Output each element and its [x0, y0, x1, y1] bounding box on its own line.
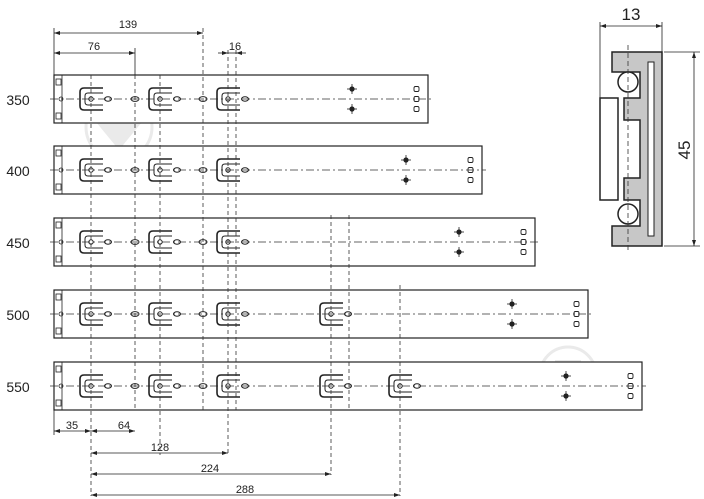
mounting-slot	[388, 374, 421, 398]
rail-length-label: 500	[6, 307, 30, 323]
dim-128-label: 128	[151, 442, 169, 454]
cross-hole	[401, 155, 411, 165]
rail-450: 450	[6, 217, 539, 267]
rail-end-slot	[520, 239, 527, 245]
bottom-dimension-arrows	[54, 429, 400, 497]
rail-end-hole	[58, 167, 64, 173]
rail-end-tab	[55, 293, 62, 301]
rail-end-slot	[520, 229, 527, 235]
cross-hole	[454, 227, 464, 237]
rail-end-slot	[627, 373, 634, 379]
mounting-slot	[79, 158, 112, 182]
rail-350: 350	[6, 74, 432, 124]
cross-hole	[561, 391, 571, 401]
cross-hole	[507, 299, 517, 309]
cross-hole	[401, 175, 411, 185]
mounting-slot	[79, 87, 112, 111]
profile-height-label: 45	[675, 141, 694, 160]
dim-139-label: 139	[119, 19, 137, 31]
rail-length-label: 350	[6, 92, 30, 108]
cross-hole	[561, 371, 571, 381]
rail-550: 550	[6, 361, 646, 411]
cross-hole	[347, 84, 357, 94]
rail-400: 400	[6, 145, 486, 195]
mounting-slot	[79, 302, 112, 326]
rail-end-tab	[55, 112, 62, 120]
rail-end-slot	[467, 157, 474, 163]
rail-end-tab	[55, 183, 62, 191]
dim-76-label: 76	[88, 41, 100, 53]
rail-end-slot	[413, 96, 420, 102]
mounting-slot	[148, 158, 181, 182]
mounting-slot	[319, 374, 352, 398]
dim-16-label: 16	[229, 41, 241, 53]
rail-length-label: 400	[6, 163, 30, 179]
cross-hole	[507, 319, 517, 329]
rail-end-slot	[573, 301, 580, 307]
rail-end-hole	[58, 239, 64, 245]
top-dimensions	[53, 28, 246, 75]
rail-end-slot	[627, 393, 634, 399]
profile-width-label: 13	[622, 5, 641, 24]
top-dimension-arrows	[54, 31, 242, 55]
rail-end-slot	[467, 177, 474, 183]
dim-35-label: 35	[66, 420, 78, 432]
rail-end-hole	[58, 383, 64, 389]
rail-end-slot	[413, 106, 420, 112]
rail-end-hole	[58, 311, 64, 317]
rail-end-tab	[55, 399, 62, 407]
profile-cross-section	[599, 22, 700, 252]
dim-64-label: 64	[118, 420, 130, 432]
rail-length-label: 550	[6, 379, 30, 395]
rail-end-slot	[413, 86, 420, 92]
rail-end-tab	[55, 365, 62, 373]
rail-end-slot	[467, 167, 474, 173]
rail-end-slot	[573, 311, 580, 317]
rail-end-slot	[520, 249, 527, 255]
dim-224-label: 224	[201, 463, 219, 475]
mounting-slot	[319, 302, 352, 326]
rail-end-hole	[58, 96, 64, 102]
mounting-slot	[216, 374, 249, 398]
alignment-lines	[90, 28, 401, 496]
rail-end-tab	[55, 78, 62, 86]
rail-end-slot	[573, 321, 580, 327]
rail-body	[53, 145, 483, 195]
mounting-slot	[79, 230, 112, 254]
rail-500: 500	[6, 289, 592, 339]
mounting-slot	[148, 302, 181, 326]
rail-end-tab	[55, 327, 62, 335]
oval-slot	[198, 167, 208, 173]
rail-end-slot	[627, 383, 634, 389]
rail-end-tab	[55, 255, 62, 263]
cross-hole	[347, 104, 357, 114]
rail-end-tab	[55, 149, 62, 157]
dim-288-label: 288	[236, 484, 254, 496]
rail-length-label: 450	[6, 235, 30, 251]
rail-end-tab	[55, 221, 62, 229]
cross-hole	[454, 247, 464, 257]
bottom-dimensions	[53, 400, 400, 496]
